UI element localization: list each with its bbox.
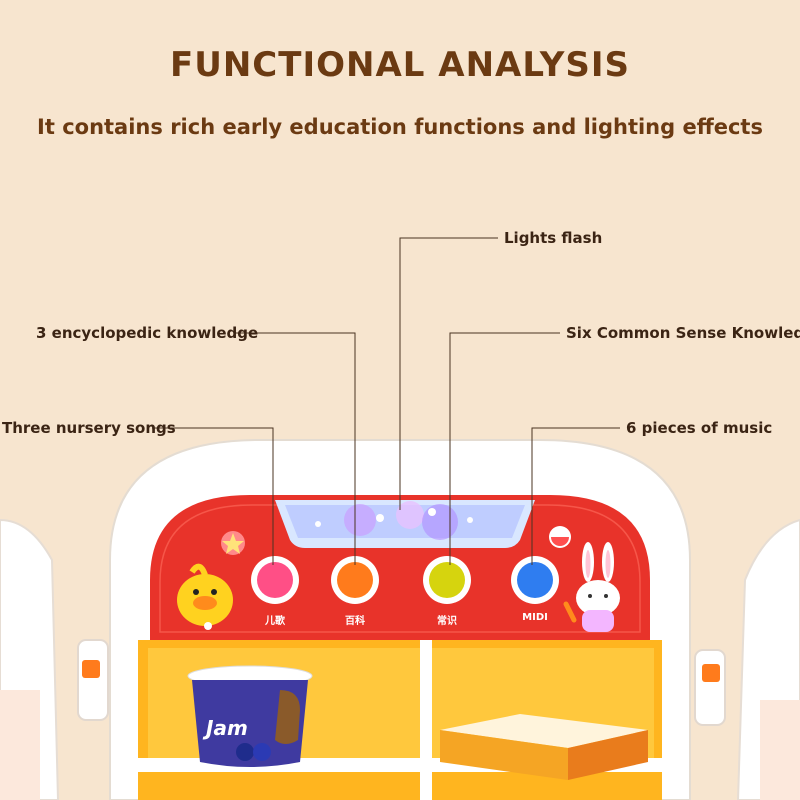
callout-music: 6 pieces of music: [626, 419, 773, 437]
page-title: FUNCTIONAL ANALYSIS: [170, 45, 630, 85]
jam-label: Jam: [206, 716, 248, 740]
key-label-2: 百科: [345, 616, 365, 627]
watermelon-badge: [549, 526, 571, 548]
left-door: [0, 518, 109, 800]
rabbit-mascot: [563, 542, 620, 632]
light-bar: [275, 500, 535, 548]
key-button-4: [511, 556, 559, 604]
callout-nursery-songs: Three nursery songs: [2, 419, 176, 437]
key-label-4: MIDI: [522, 612, 548, 623]
star-badge: [221, 531, 245, 555]
duck-mascot: [177, 563, 233, 630]
key-label-3: 常识: [437, 616, 457, 627]
jam-jar: [187, 665, 313, 767]
key-button-1: [251, 556, 299, 604]
right-door: [694, 518, 800, 800]
page-subtitle: It contains rich early education functio…: [37, 115, 763, 139]
key-button-3: [423, 556, 471, 604]
callout-encyclopedic: 3 encyclopedic knowledge: [36, 324, 259, 342]
callout-common-sense: Six Common Sense Knowledge: [566, 324, 800, 342]
key-label-1: 儿歌: [265, 616, 285, 627]
callout-lights-flash: Lights flash: [504, 229, 603, 247]
callout-lines: [152, 237, 620, 565]
key-button-1-face: [257, 562, 293, 598]
key-button-2: [331, 556, 379, 604]
snack-box: [440, 714, 648, 780]
